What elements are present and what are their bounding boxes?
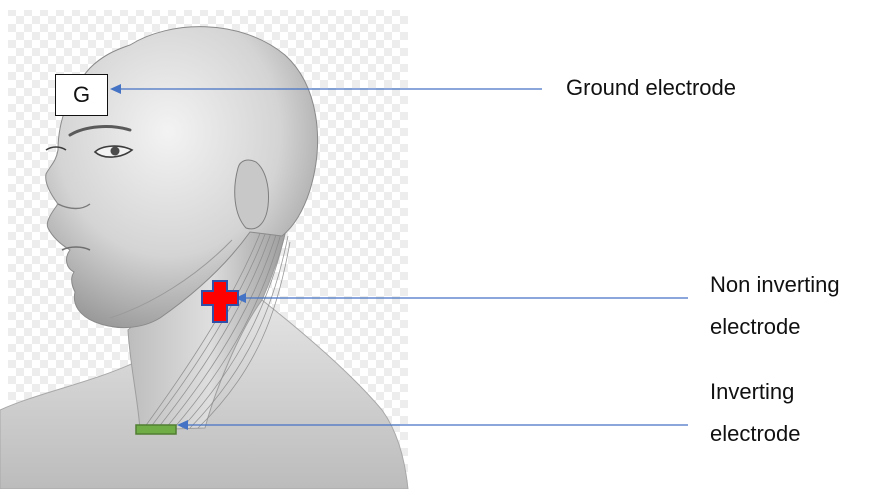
ground-electrode-label: Ground electrode xyxy=(566,72,736,104)
inverting-label-line2: electrode xyxy=(710,418,801,450)
ground-electrode-box: G xyxy=(55,74,108,116)
iris xyxy=(111,147,120,156)
green-bar-icon xyxy=(136,425,176,434)
non-inverting-label-line1: Non inverting xyxy=(710,269,840,301)
inverting-label-line1: Inverting xyxy=(710,376,794,408)
non-inverting-label-line2: electrode xyxy=(710,311,801,343)
